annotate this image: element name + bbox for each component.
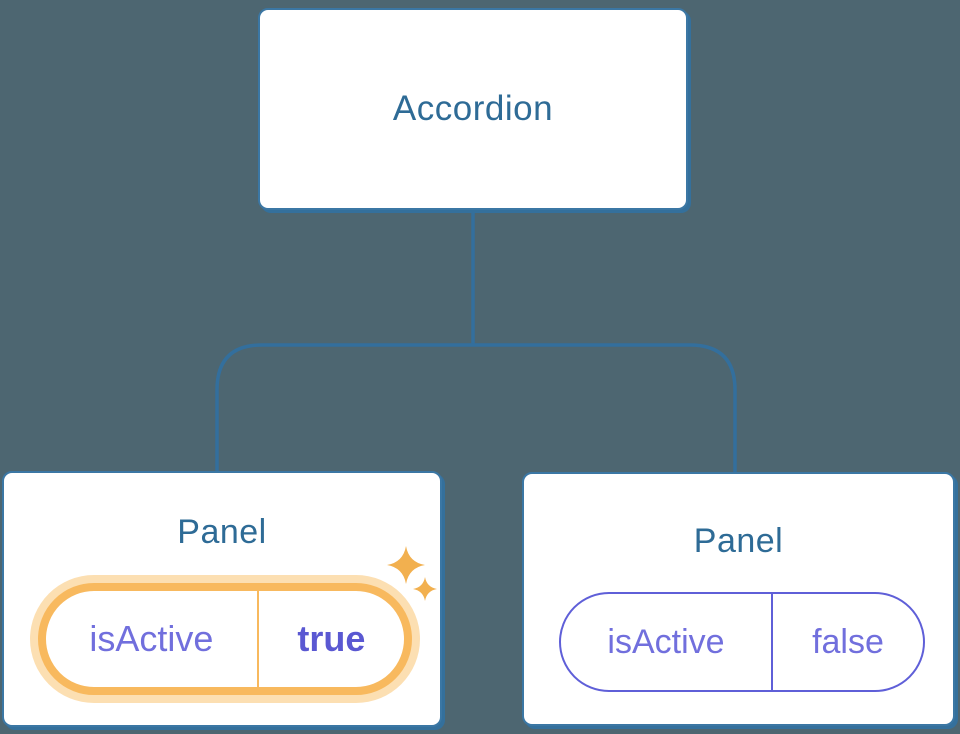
prop-divider <box>256 591 259 687</box>
prop-name-label: isActive <box>89 618 214 659</box>
prop-value-cell: true <box>259 591 404 687</box>
panel-node-active: Panel isActive true <box>2 471 442 727</box>
panel-title: Panel <box>693 522 784 560</box>
panel-node-inactive: Panel isActive false <box>522 472 955 726</box>
inactive-prop-pill: isActive false <box>559 592 925 692</box>
panel-title: Panel <box>177 513 267 551</box>
prop-value-label: true <box>297 618 366 659</box>
accordion-node: Accordion <box>258 8 688 210</box>
prop-name-cell: isActive <box>561 594 771 690</box>
active-prop-pill-glow: isActive true <box>30 575 420 703</box>
sparkles-icon <box>387 546 437 601</box>
prop-divider <box>771 594 773 690</box>
prop-value-label: false <box>812 622 884 661</box>
prop-value-cell: false <box>773 594 923 690</box>
accordion-label: Accordion <box>392 89 554 128</box>
prop-name-label: isActive <box>607 622 725 661</box>
active-prop-pill: isActive true <box>38 583 412 695</box>
prop-name-cell: isActive <box>46 591 257 687</box>
